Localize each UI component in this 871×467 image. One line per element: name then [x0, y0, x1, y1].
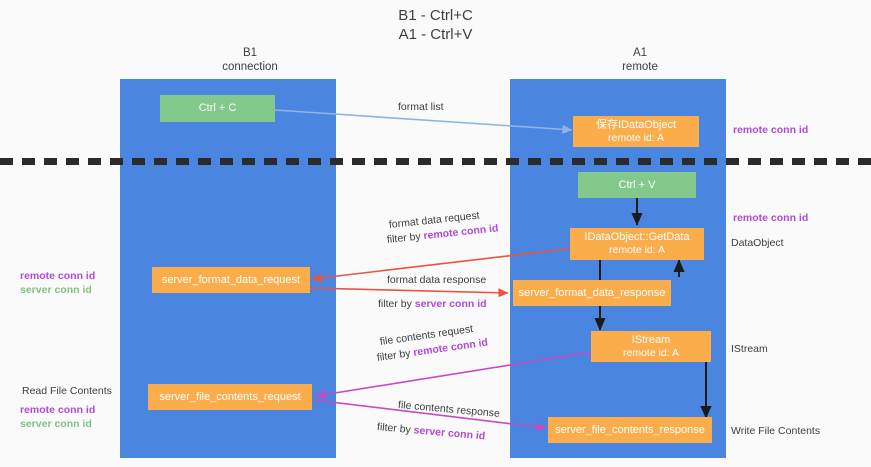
title-line-1: B1 - Ctrl+C	[398, 7, 473, 24]
node-istream-label: IStream	[631, 333, 671, 346]
annotation-left-read-file-contents: Read File Contents	[22, 385, 112, 397]
edge-format-data-response	[309, 287, 509, 298]
node-ctrl-v-label: Ctrl + V	[618, 178, 656, 191]
column-header-b1-name: B1	[242, 47, 258, 59]
node-server-file-contents-response-label: server_file_contents_response	[555, 423, 705, 436]
edge-label-format-data-response-filter: filter by server conn id	[378, 298, 487, 311]
filter-prefix-2: filter by	[378, 298, 415, 310]
node-idataobject-remote-sub: remote id: A	[607, 131, 665, 144]
node-idataobject-remote-label: 保存IDataObject	[595, 118, 677, 131]
column-header-b1-role: connection	[222, 61, 278, 73]
node-server-format-data-response[interactable]: server_format_data_response	[513, 280, 671, 306]
annotation-left-conn-ids-top: remote conn id server conn id	[20, 269, 95, 297]
title-line-2: A1 - Ctrl+V	[398, 26, 473, 43]
column-header-b1: B1 connection	[150, 46, 350, 74]
column-header-a1-role: remote	[622, 61, 658, 73]
annotation-left-remote-conn-id-2: remote conn id	[20, 404, 96, 416]
annotation-left-remote-conn-id: remote conn id	[20, 270, 96, 282]
annotation-right-remote-conn-mid: remote conn id	[733, 211, 808, 225]
node-idataobject-getdata-sub: remote id: A	[608, 244, 666, 256]
node-server-file-contents-request-label: server_file_contents_request	[159, 390, 301, 403]
annotation-right-remote-conn-top: remote conn id	[733, 123, 808, 137]
node-ctrl-c-label: Ctrl + C	[198, 102, 237, 114]
annotation-left-conn-ids-bottom: remote conn id server conn id	[20, 403, 95, 431]
filter-prefix-4: filter by	[376, 421, 415, 437]
filter-key-server-conn-id-1: server conn id	[414, 298, 487, 310]
filter-prefix-1: filter by	[386, 230, 425, 246]
filter-prefix-3: filter by	[376, 346, 415, 364]
filter-key-server-conn-id-2: server conn id	[413, 424, 486, 443]
column-header-a1: A1 remote	[540, 46, 740, 74]
node-server-format-data-request-label: server_format_data_request	[161, 273, 301, 286]
edge-label-file-contents-response-filter: filter by server conn id	[376, 421, 486, 443]
edge-label-format-list: format list	[398, 101, 444, 113]
node-istream-sub: remote id: A	[622, 346, 680, 359]
diagram-title: B1 - Ctrl+C A1 - Ctrl+V	[0, 6, 871, 44]
node-ctrl-v[interactable]: Ctrl + V	[578, 172, 696, 198]
annotation-left-server-conn-id: server conn id	[20, 284, 92, 296]
node-ctrl-c[interactable]: Ctrl + C	[160, 95, 275, 122]
annotation-right-remote-conn-mid-text: remote conn id	[733, 212, 809, 224]
node-server-format-data-response-label: server_format_data_response	[518, 286, 666, 299]
node-server-format-data-request[interactable]: server_format_data_request	[152, 267, 310, 293]
node-istream[interactable]: IStream remote id: A	[591, 331, 711, 362]
edge-label-format-data-response: format data response	[387, 274, 487, 286]
annotation-right-write-file-contents: Write File Contents	[731, 425, 821, 437]
column-header-a1-name: A1	[632, 47, 648, 59]
phase-separator	[0, 158, 871, 165]
node-server-file-contents-request[interactable]: server_file_contents_request	[148, 384, 312, 410]
annotation-left-server-conn-id-2: server conn id	[20, 418, 92, 430]
annotation-right-remote-conn-top-text: remote conn id	[733, 124, 809, 136]
annotation-right-istream: IStream	[731, 343, 768, 355]
edge-label-file-contents-response: file contents response	[397, 399, 501, 420]
node-server-file-contents-response[interactable]: server_file_contents_response	[548, 417, 712, 443]
node-idataobject-remote[interactable]: 保存IDataObject remote id: A	[573, 116, 699, 147]
node-idataobject-getdata-label: IDataObject::GetData	[584, 231, 690, 243]
node-idataobject-getdata[interactable]: IDataObject::GetData remote id: A	[570, 228, 704, 260]
annotation-right-dataobject: DataObject	[731, 237, 784, 249]
